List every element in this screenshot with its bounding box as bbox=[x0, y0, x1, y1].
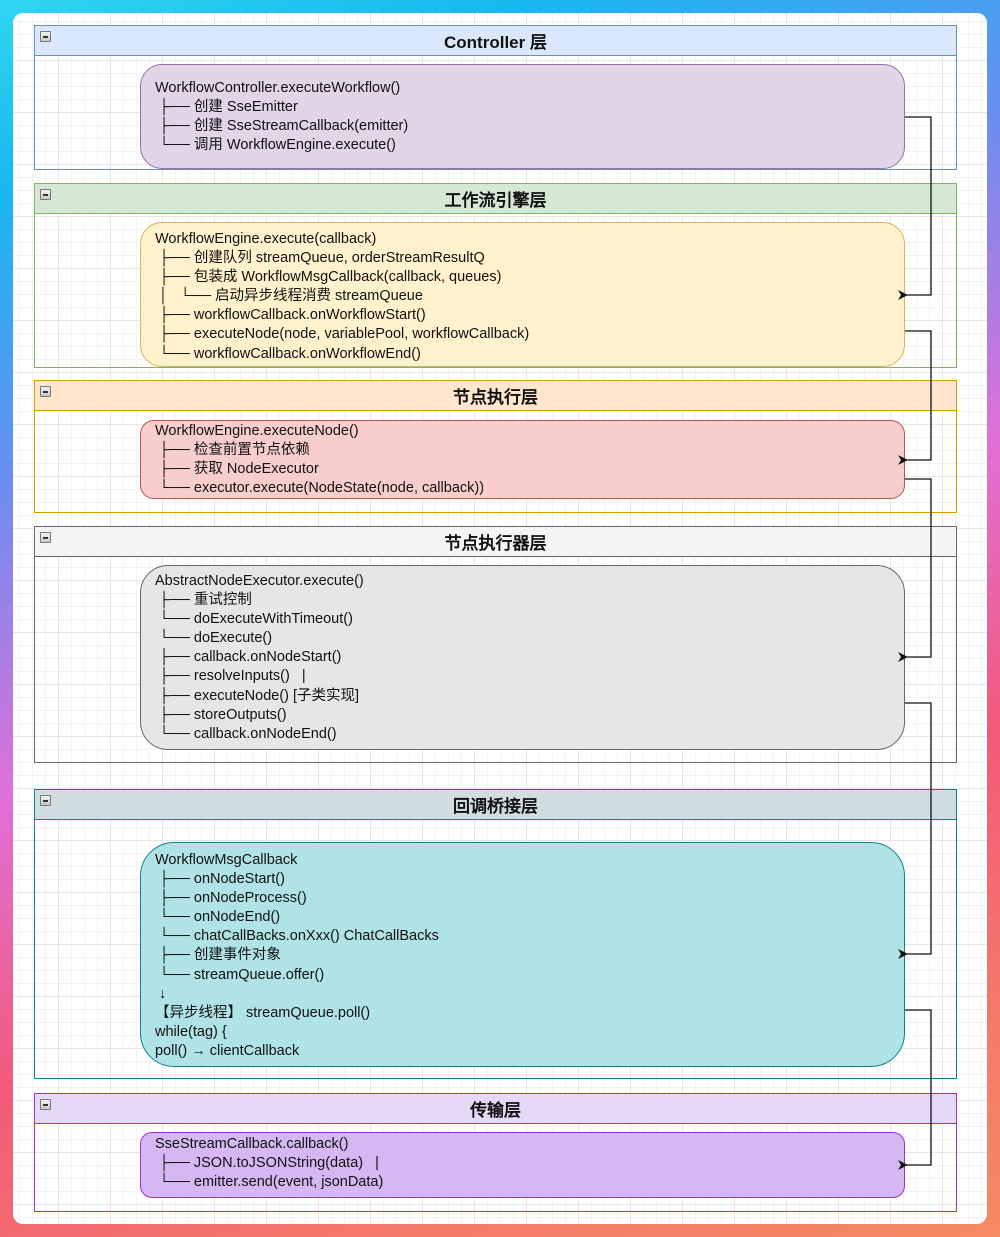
collapse-icon[interactable] bbox=[40, 1099, 51, 1110]
node-line: WorkflowEngine.execute(callback) bbox=[155, 231, 377, 247]
node-workflow-msg-callback[interactable]: WorkflowMsgCallback ├── onNodeStart() ├─… bbox=[140, 842, 905, 1067]
node-line: ├── callback.onNodeStart() bbox=[155, 649, 342, 666]
node-line: ├── onNodeStart() bbox=[155, 871, 285, 888]
lane-node-executor: 节点执行器层 bbox=[34, 526, 957, 763]
node-line: poll() → clientCallback bbox=[155, 1042, 300, 1059]
node-line: └── workflowCallback.onWorkflowEnd() bbox=[155, 345, 421, 362]
lane-header: 节点执行器层 bbox=[35, 527, 956, 557]
node-workflow-controller[interactable]: WorkflowController.executeWorkflow() ├──… bbox=[140, 64, 905, 169]
node-line: └── doExecuteWithTimeout() bbox=[155, 611, 353, 628]
collapse-icon[interactable] bbox=[40, 31, 51, 42]
node-line: ├── 创建 SseEmitter bbox=[155, 99, 298, 116]
node-line: WorkflowMsgCallback bbox=[155, 852, 298, 868]
node-line: while(tag) { bbox=[155, 1023, 227, 1040]
node-line: ├── executeNode() [子类实现] bbox=[155, 687, 360, 704]
node-line: │ └── 启动异步线程消费 streamQueue bbox=[155, 288, 423, 305]
node-line: └── 调用 WorkflowEngine.execute() bbox=[155, 137, 396, 154]
node-abstract-node-executor[interactable]: AbstractNodeExecutor.execute() ├── 重试控制 … bbox=[140, 565, 905, 750]
lane-title: 节点执行层 bbox=[453, 388, 538, 407]
lane-header: 回调桥接层 bbox=[35, 790, 956, 820]
node-line: ├── 包装成 WorkflowMsgCallback(callback, qu… bbox=[155, 269, 502, 286]
lane-title: 传输层 bbox=[470, 1101, 521, 1120]
node-line: ↓ bbox=[155, 985, 167, 1002]
node-line: 【异步线程】 streamQueue.poll() bbox=[155, 1004, 371, 1021]
node-line: ├── JSON.toJSONString(data) | bbox=[155, 1155, 379, 1172]
lane-title: 节点执行器层 bbox=[444, 534, 547, 553]
node-line: ├── resolveInputs() | bbox=[155, 668, 306, 685]
collapse-icon[interactable] bbox=[40, 386, 51, 397]
node-line: └── emitter.send(event, jsonData) bbox=[155, 1174, 384, 1191]
node-line: ├── onNodeProcess() bbox=[155, 890, 307, 907]
node-line: SseStreamCallback.callback() bbox=[155, 1136, 349, 1152]
node-line: WorkflowController.executeWorkflow() bbox=[155, 80, 401, 96]
node-line: └── doExecute() bbox=[155, 630, 273, 647]
lane-title: Controller 层 bbox=[444, 33, 547, 52]
node-line: └── chatCallBacks.onXxx() ChatCallBacks bbox=[155, 928, 439, 945]
collapse-icon[interactable] bbox=[40, 532, 51, 543]
lane-header: 节点执行层 bbox=[35, 381, 956, 411]
lane-title: 工作流引擎层 bbox=[444, 191, 547, 210]
lane-callback-bridge: 回调桥接层 bbox=[34, 789, 957, 1079]
node-line: ├── 检查前置节点依赖 bbox=[155, 442, 310, 459]
node-line: └── executor.execute(NodeState(node, cal… bbox=[155, 480, 485, 497]
lane-header: 工作流引擎层 bbox=[35, 184, 956, 214]
node-line: ├── 创建队列 streamQueue, orderStreamResultQ bbox=[155, 250, 485, 267]
collapse-icon[interactable] bbox=[40, 189, 51, 200]
lane-title: 回调桥接层 bbox=[453, 797, 538, 816]
collapse-icon[interactable] bbox=[40, 795, 51, 806]
node-line: ├── storeOutputs() bbox=[155, 706, 287, 723]
node-line: └── onNodeEnd() bbox=[155, 909, 281, 926]
lane-transport: 传输层 bbox=[34, 1093, 957, 1212]
node-line: ├── 创建 SseStreamCallback(emitter) bbox=[155, 118, 409, 135]
lane-node-execution: 节点执行层 bbox=[34, 380, 957, 513]
node-line: ├── 创建事件对象 bbox=[155, 947, 281, 964]
lane-header: 传输层 bbox=[35, 1094, 956, 1124]
node-line: ├── 获取 NodeExecutor bbox=[155, 461, 319, 478]
node-line: ├── executeNode(node, variablePool, work… bbox=[155, 326, 530, 343]
lane-controller: Controller 层 bbox=[34, 25, 957, 170]
node-line: ├── 重试控制 bbox=[155, 592, 252, 609]
lane-workflow-engine: 工作流引擎层 bbox=[34, 183, 957, 368]
node-workflow-engine[interactable]: WorkflowEngine.execute(callback) ├── 创建队… bbox=[140, 222, 905, 367]
node-line: AbstractNodeExecutor.execute() bbox=[155, 573, 364, 589]
node-line: └── streamQueue.offer() bbox=[155, 966, 325, 983]
node-line: ├── workflowCallback.onWorkflowStart() bbox=[155, 307, 426, 324]
node-line: WorkflowEngine.executeNode() bbox=[155, 423, 359, 439]
node-sse-stream-callback[interactable]: SseStreamCallback.callback() ├── JSON.to… bbox=[140, 1132, 905, 1198]
node-execute-node[interactable]: WorkflowEngine.executeNode() ├── 检查前置节点依… bbox=[140, 420, 905, 499]
lane-header: Controller 层 bbox=[35, 26, 956, 56]
node-line: └── callback.onNodeEnd() bbox=[155, 725, 337, 742]
